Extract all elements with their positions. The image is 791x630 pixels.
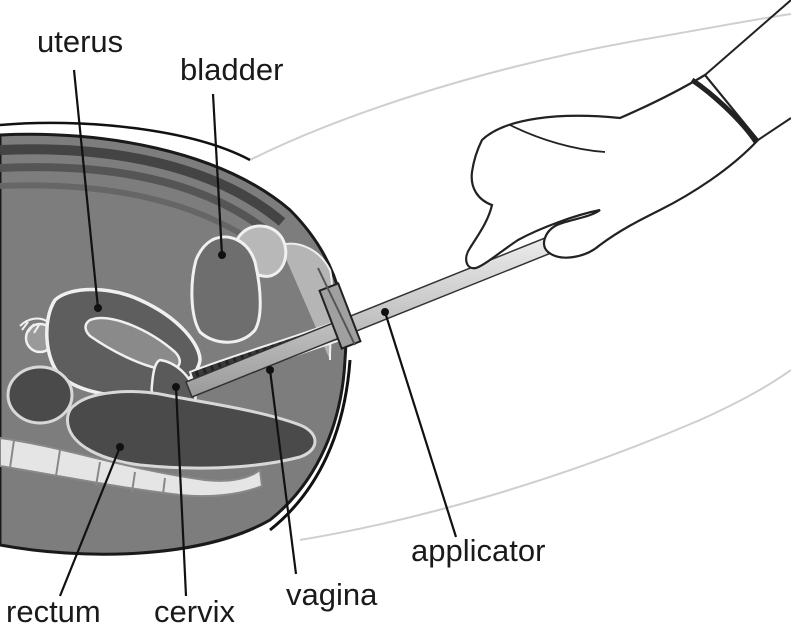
gloved-hand <box>466 0 791 268</box>
label-vagina: vagina <box>286 577 378 612</box>
label-cervix: cervix <box>154 594 235 629</box>
label-uterus: uterus <box>37 24 123 59</box>
vagina-dot <box>266 366 274 374</box>
rectum-dot <box>116 443 124 451</box>
bladder-dot <box>218 251 226 259</box>
label-bladder: bladder <box>180 52 283 87</box>
uterus-dot <box>94 304 102 312</box>
applicator-leader <box>385 312 456 537</box>
label-rectum: rectum <box>6 594 101 629</box>
applicator-dot <box>381 308 389 316</box>
label-applicator: applicator <box>411 533 545 568</box>
cervix-dot <box>172 383 180 391</box>
bladder <box>192 237 260 342</box>
